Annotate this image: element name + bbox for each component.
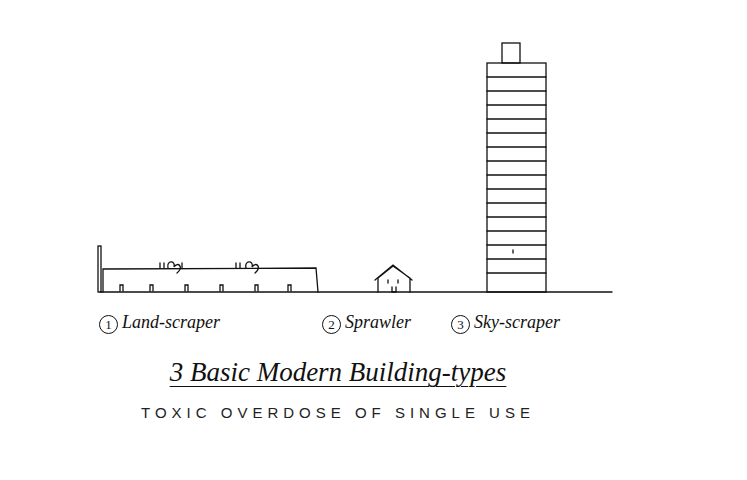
title: 3 Basic Modern Building-types — [170, 357, 507, 388]
callout-number: 2 — [322, 315, 341, 334]
chimney-pole — [98, 246, 101, 292]
house-details — [388, 280, 398, 292]
sketch-lines — [98, 43, 612, 292]
roof-box — [502, 43, 520, 63]
callout-number: 3 — [451, 315, 470, 334]
caption: TOXIC OVERDOSE OF SINGLE USE — [141, 404, 535, 421]
door-mark — [512, 250, 513, 253]
building-label: Sky-scraper — [474, 312, 560, 333]
roof-greenery — [160, 262, 182, 273]
doors — [120, 285, 291, 291]
callout-number: 1 — [99, 315, 118, 334]
roof-greenery — [236, 262, 258, 273]
building-label: Sprawler — [345, 312, 411, 333]
land-scraper-building — [103, 268, 318, 292]
floor-lines — [487, 77, 546, 273]
sprawler-house — [375, 265, 412, 292]
building-label: Land-scraper — [122, 312, 220, 333]
sky-scraper-tower — [487, 63, 546, 292]
